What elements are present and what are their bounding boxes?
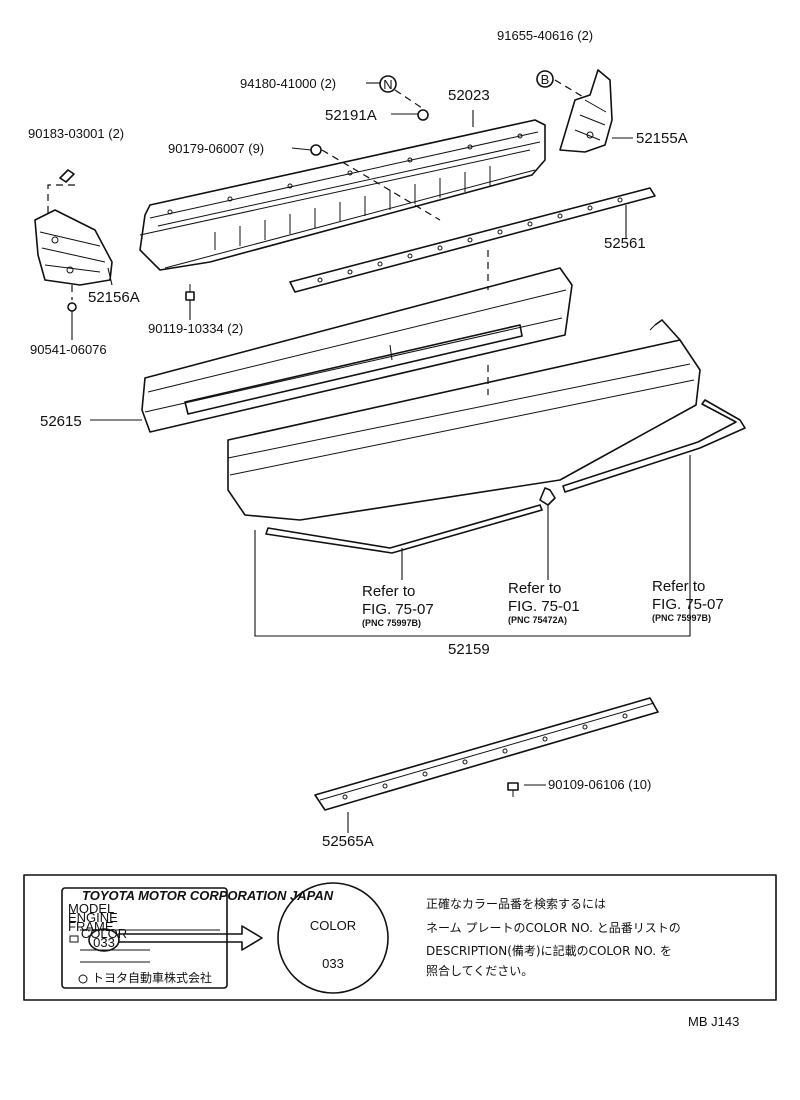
refer-block-2: Refer to FIG. 75-01 (PNC 75472A) xyxy=(508,580,580,625)
svg-text:033: 033 xyxy=(93,935,115,950)
svg-text:(PNC 75997B): (PNC 75997B) xyxy=(362,618,421,628)
svg-text:COLOR: COLOR xyxy=(310,918,356,933)
label-52561: 52561 xyxy=(604,235,646,252)
refer-block-3: Refer to FIG. 75-07 (PNC 75997B) xyxy=(652,578,724,623)
label-52191A: 52191A xyxy=(325,107,377,124)
svg-text:033: 033 xyxy=(322,956,344,971)
svg-text:照合してください。: 照合してください。 xyxy=(426,963,533,978)
label-94180: 94180-41000 (2) xyxy=(240,76,336,91)
svg-text:B: B xyxy=(541,72,550,87)
color-note-text: 正確なカラー品番を検索するには ネーム プレートのCOLOR NO. と品番リス… xyxy=(426,896,681,978)
label-52565A: 52565A xyxy=(322,833,374,850)
svg-text:正確なカラー品番を検索するには: 正確なカラー品番を検索するには xyxy=(426,896,606,911)
reinforcement-52565A xyxy=(314,697,659,811)
svg-text:FIG. 75-01: FIG. 75-01 xyxy=(508,598,580,615)
svg-text:(PNC 75472A): (PNC 75472A) xyxy=(508,615,567,625)
arrow-right-icon xyxy=(118,925,263,951)
label-52155A: 52155A xyxy=(636,130,688,147)
svg-text:N: N xyxy=(383,77,392,92)
leader-lines xyxy=(71,82,691,833)
svg-text:ネーム プレートのCOLOR NO. と品番リストの: ネーム プレートのCOLOR NO. と品番リストの xyxy=(426,921,681,935)
color-note-box: TOYOTA MOTOR CORPORATION JAPAN MODEL ENG… xyxy=(23,874,777,1001)
label-90183: 90183-03001 (2) xyxy=(28,126,124,141)
refer-block-1: Refer to FIG. 75-07 (PNC 75997B) xyxy=(362,583,434,628)
svg-text:Refer to: Refer to xyxy=(508,580,561,597)
moldings xyxy=(265,399,746,554)
mark-b-icon: B xyxy=(536,70,554,88)
bracket-52156A xyxy=(34,209,113,286)
diagram-code: MB J143 xyxy=(688,1014,739,1029)
label-91655: 91655-40616 (2) xyxy=(497,28,593,43)
nut-90179 xyxy=(310,144,322,156)
bolt-90119 xyxy=(185,284,195,301)
name-plate: TOYOTA MOTOR CORPORATION JAPAN MODEL ENG… xyxy=(61,887,334,989)
label-90541: 90541-06076 xyxy=(30,342,107,357)
label-52159: 52159 xyxy=(448,641,490,658)
svg-text:Refer to: Refer to xyxy=(362,583,415,600)
svg-text:(PNC 75997B): (PNC 75997B) xyxy=(652,613,711,623)
label-52615: 52615 xyxy=(40,413,82,430)
bolt-90109 xyxy=(507,782,519,797)
bumper-reinforcement-52023 xyxy=(139,119,546,271)
label-52156A: 52156A xyxy=(88,289,140,306)
label-90109: 90109-06106 (10) xyxy=(548,777,651,792)
svg-text:MODEL: MODEL xyxy=(68,901,114,916)
bracket-52155A xyxy=(559,69,613,153)
nut-90183 xyxy=(59,169,75,183)
svg-text:FIG. 75-07: FIG. 75-07 xyxy=(362,601,434,618)
bumper-assembly xyxy=(227,319,701,521)
svg-text:Refer to: Refer to xyxy=(652,578,705,595)
label-90179: 90179-06007 (9) xyxy=(168,141,264,156)
label-52023: 52023 xyxy=(448,87,490,104)
color-badge: COLOR 033 xyxy=(277,882,389,994)
svg-text:TOYOTA MOTOR CORPORATION JAPAN: TOYOTA MOTOR CORPORATION JAPAN xyxy=(82,888,334,903)
svg-text:FIG. 75-07: FIG. 75-07 xyxy=(652,596,724,613)
label-90119: 90119-10334 (2) xyxy=(148,321,243,336)
bumper-cover-52615 xyxy=(141,267,573,433)
mark-n-icon: N xyxy=(379,75,397,93)
assembly-lines xyxy=(47,79,586,395)
retainer-52561 xyxy=(289,187,656,293)
screw-90541 xyxy=(67,302,77,312)
clip-52191A xyxy=(417,109,429,121)
svg-text:トヨタ自動車株式会社: トヨタ自動車株式会社 xyxy=(92,970,212,985)
svg-text:DESCRIPTION(備考)に記載のCOLOR NO. を: DESCRIPTION(備考)に記載のCOLOR NO. を xyxy=(426,943,672,958)
svg-text:COLOR: COLOR xyxy=(81,926,127,941)
svg-text:ENGINE: ENGINE xyxy=(68,910,118,925)
